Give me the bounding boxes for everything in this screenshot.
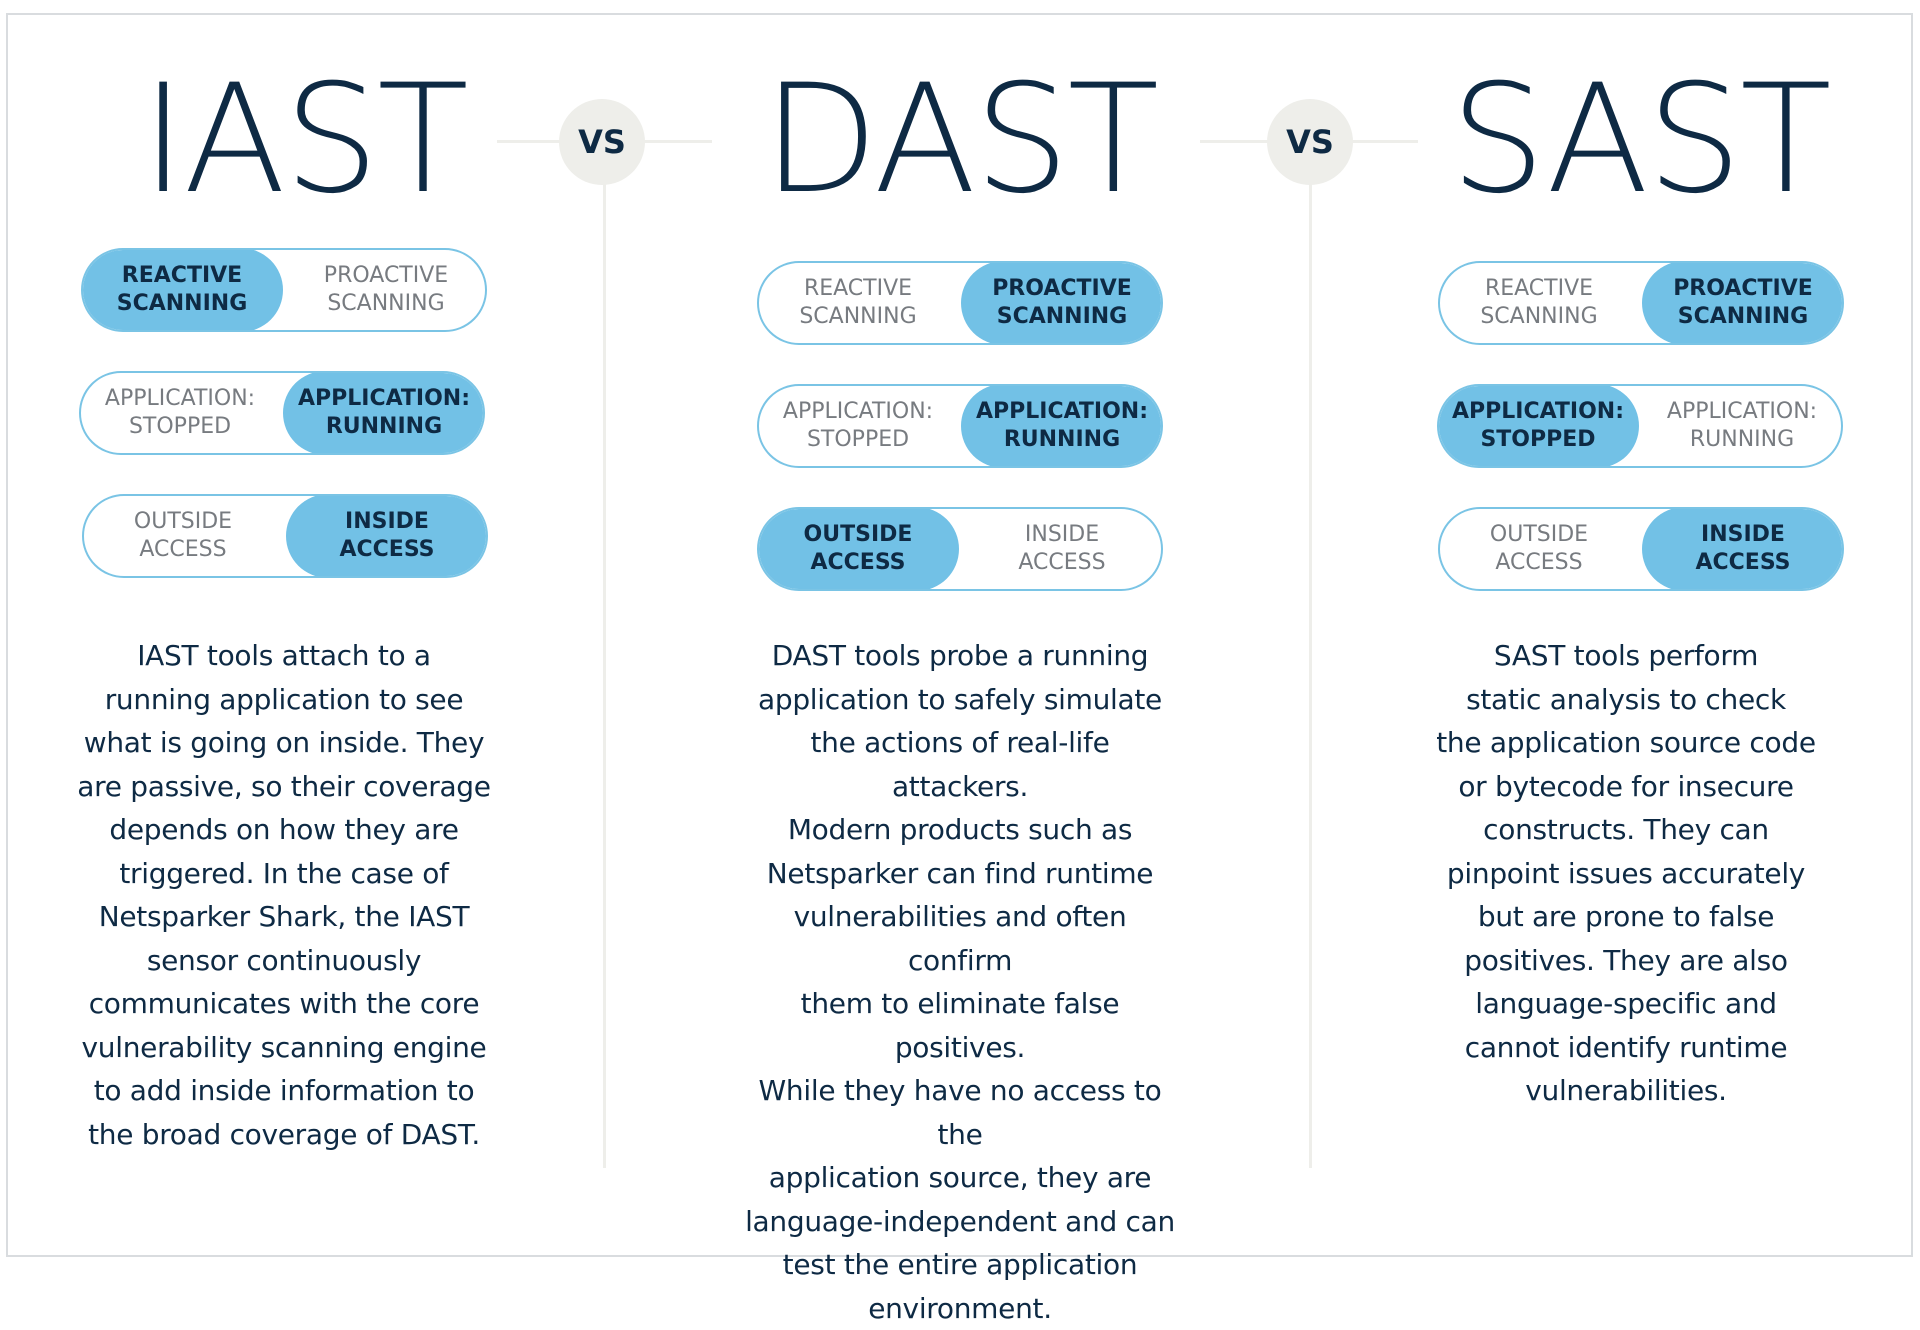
toggle-scanning-mode[interactable]: REACTIVE SCANNING PROACTIVE SCANNING — [81, 248, 487, 332]
toggle-option-left[interactable]: REACTIVE SCANNING — [83, 250, 283, 330]
toggle-option-right[interactable]: INSIDE ACCESS — [1018, 522, 1106, 575]
toggle-scanning-mode[interactable]: REACTIVE SCANNING PROACTIVE SCANNING — [1438, 261, 1844, 345]
toggle-access-type[interactable]: OUTSIDE ACCESS INSIDE ACCESS — [757, 507, 1163, 591]
toggle-access-type[interactable]: OUTSIDE ACCESS INSIDE ACCESS — [82, 494, 488, 578]
toggle-option-right[interactable]: PROACTIVE SCANNING — [323, 263, 449, 316]
divider-line — [1309, 140, 1312, 1168]
toggle-application-state[interactable]: APPLICATION: STOPPED APPLICATION: RUNNIN… — [79, 371, 485, 455]
toggle-option-left[interactable]: APPLICATION: STOPPED — [1439, 386, 1639, 466]
toggle-option-left[interactable]: OUTSIDE ACCESS — [759, 509, 959, 589]
toggle-option-right[interactable]: APPLICATION: RUNNING — [283, 373, 483, 453]
title-sast: SAST — [1450, 53, 1831, 227]
toggle-option-right[interactable]: INSIDE ACCESS — [1642, 509, 1842, 589]
description-sast: SAST tools perform static analysis to ch… — [1436, 639, 1816, 1107]
toggle-option-right[interactable]: PROACTIVE SCANNING — [961, 263, 1161, 343]
title-iast: IAST — [141, 53, 469, 227]
title-dast: DAST — [762, 53, 1159, 227]
toggle-option-left[interactable]: APPLICATION: STOPPED — [104, 386, 256, 439]
toggle-option-left[interactable]: REACTIVE SCANNING — [799, 276, 917, 329]
toggle-option-right[interactable]: APPLICATION: RUNNING — [961, 386, 1161, 466]
description-dast: DAST tools probe a running application t… — [745, 639, 1175, 1325]
divider-line — [603, 140, 606, 1168]
toggle-option-right[interactable]: APPLICATION: RUNNING — [1666, 399, 1818, 452]
description-iast: IAST tools attach to a running applicati… — [77, 639, 491, 1151]
infographic-frame — [6, 13, 1913, 1257]
toggle-access-type[interactable]: OUTSIDE ACCESS INSIDE ACCESS — [1438, 507, 1844, 591]
vs-badge: VS — [559, 99, 645, 185]
toggle-option-left[interactable]: APPLICATION: STOPPED — [782, 399, 934, 452]
toggle-option-left[interactable]: OUTSIDE ACCESS — [133, 509, 233, 562]
toggle-application-state[interactable]: APPLICATION: STOPPED APPLICATION: RUNNIN… — [1437, 384, 1843, 468]
toggle-scanning-mode[interactable]: REACTIVE SCANNING PROACTIVE SCANNING — [757, 261, 1163, 345]
toggle-option-right[interactable]: PROACTIVE SCANNING — [1642, 263, 1842, 343]
toggle-option-left[interactable]: OUTSIDE ACCESS — [1489, 522, 1589, 575]
toggle-option-left[interactable]: REACTIVE SCANNING — [1480, 276, 1598, 329]
toggle-application-state[interactable]: APPLICATION: STOPPED APPLICATION: RUNNIN… — [757, 384, 1163, 468]
vs-badge: VS — [1267, 99, 1353, 185]
toggle-option-right[interactable]: INSIDE ACCESS — [286, 496, 486, 576]
